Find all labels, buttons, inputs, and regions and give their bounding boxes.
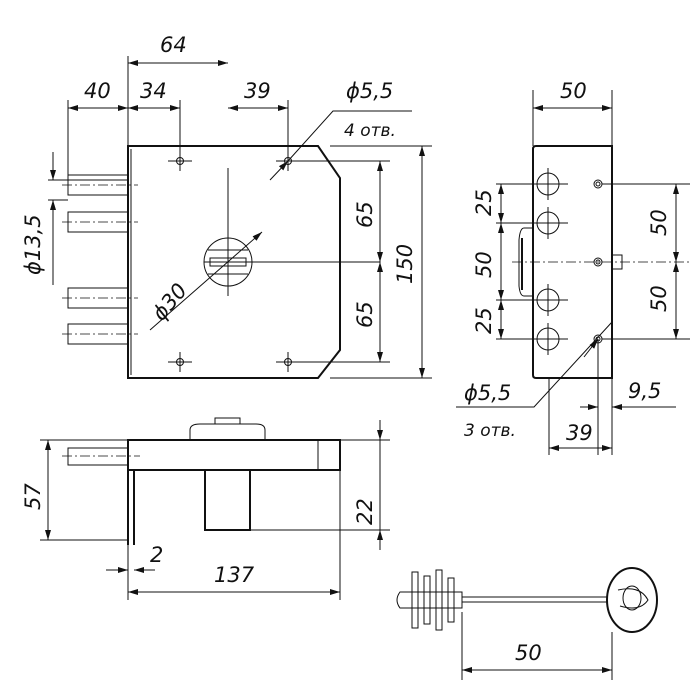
plate-edge <box>127 470 135 545</box>
bolt-side <box>67 447 129 466</box>
dim-65-top: 65 <box>353 201 377 228</box>
side-view: 50 25 50 25 50 50 ϕ5,5 3 отв. 9,5 39 <box>456 79 690 455</box>
key-bow <box>606 567 658 633</box>
dim-40: 40 <box>84 79 111 103</box>
side-dim-25-top: 25 <box>472 189 496 216</box>
dim-57: 57 <box>21 483 45 510</box>
key-bit <box>396 569 463 631</box>
dim-2: 2 <box>150 543 163 567</box>
hole-count-label: 4 отв. <box>344 121 396 141</box>
dim-65-bottom: 65 <box>353 301 377 328</box>
bolts <box>62 174 138 345</box>
screw-holes <box>593 179 603 344</box>
bolt-holes <box>532 168 568 355</box>
dim-64: 64 <box>160 33 187 57</box>
hole-diameter-label: ϕ5,5 <box>346 79 393 103</box>
side-hole-count-label: 3 отв. <box>464 421 516 441</box>
cylinder-hole <box>149 168 380 331</box>
dim-150: 150 <box>393 244 417 284</box>
side-hole-diameter-label: ϕ5,5 <box>464 381 511 405</box>
dim-137: 137 <box>214 563 255 587</box>
side-dim-39: 39 <box>566 421 593 445</box>
dim-34: 34 <box>140 79 167 103</box>
side-dim-50-top: 50 <box>560 79 587 103</box>
body-top <box>127 439 341 471</box>
cylinder-diameter-label: ϕ30 <box>147 279 191 326</box>
side-dim-50-mid: 50 <box>472 251 496 278</box>
dim-9-5: 9,5 <box>628 379 661 403</box>
side-dim-50-right-top: 50 <box>647 209 671 236</box>
side-plate-outline <box>532 145 613 379</box>
cylinder-knob <box>189 423 266 440</box>
front-view: 64 40 34 39 ϕ5,5 4 отв. ϕ13,5 ϕ30 65 65 … <box>21 33 432 379</box>
dim-39: 39 <box>244 79 271 103</box>
key-dim-50: 50 <box>515 641 542 665</box>
side-dim-50-right-bottom: 50 <box>647 285 671 312</box>
key: 50 <box>396 567 658 680</box>
bottom-view: 57 22 2 137 <box>21 417 390 600</box>
lock-plate-outline <box>127 145 341 379</box>
side-dim-25-bottom: 25 <box>472 307 496 334</box>
handle-bracket <box>518 227 533 297</box>
bolt-block <box>204 469 251 531</box>
dim-22: 22 <box>353 498 377 525</box>
bolt-diameter-label: ϕ13,5 <box>21 214 45 275</box>
